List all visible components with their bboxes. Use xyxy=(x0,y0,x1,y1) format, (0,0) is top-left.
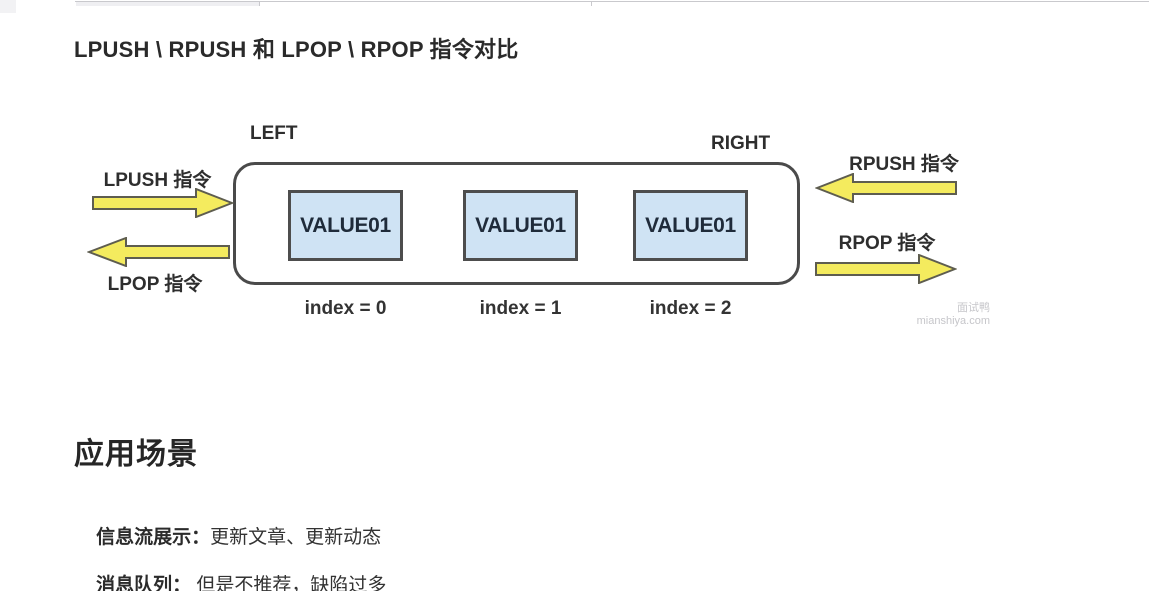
scenario-item-label: 消息队列： xyxy=(96,575,192,591)
lpush-arrow-icon xyxy=(92,188,234,218)
index-label-0: index = 0 xyxy=(304,298,387,319)
rpop-arrow-icon xyxy=(815,254,957,284)
top-border-tick xyxy=(591,1,592,6)
list-value-cell: VALUE01 xyxy=(463,190,578,261)
lpop-command-label: LPOP 指令 xyxy=(107,274,203,295)
rpush-arrow-icon xyxy=(815,173,957,203)
scenario-item: 信息流展示：更新文章、更新动态 xyxy=(75,500,381,571)
watermark-brand: 面试鸭 xyxy=(957,302,990,314)
left-end-label: LEFT xyxy=(250,123,298,144)
lpush-command-label: LPUSH 指令 xyxy=(103,170,212,191)
page-title: LPUSH \ RPUSH 和 LPOP \ RPOP 指令对比 xyxy=(74,37,519,62)
top-border-tick xyxy=(259,1,260,6)
rpop-command-label: RPOP 指令 xyxy=(838,233,936,254)
index-label-1: index = 1 xyxy=(479,298,562,319)
list-value-cell: VALUE01 xyxy=(288,190,403,261)
top-border-line xyxy=(75,1,1149,2)
scenario-item-label: 信息流展示： xyxy=(96,527,211,548)
redis-list-container: VALUE01 VALUE01 VALUE01 xyxy=(233,162,800,285)
watermark: 面试鸭 mianshiya.com xyxy=(900,302,990,328)
rpush-command-label: RPUSH 指令 xyxy=(849,154,959,175)
watermark-url: mianshiya.com xyxy=(916,315,990,327)
top-left-remnant xyxy=(0,0,16,13)
scenario-item-text: 更新文章、更新动态 xyxy=(210,527,382,548)
section-heading: 应用场景 xyxy=(74,438,198,471)
scenario-item: 消息队列： 但是不推荐，缺陷过多 xyxy=(75,548,386,591)
right-end-label: RIGHT xyxy=(711,133,771,154)
index-label-2: index = 2 xyxy=(649,298,732,319)
scenario-item-text: 但是不推荐，缺陷过多 xyxy=(191,575,387,591)
top-row-remnant xyxy=(76,2,259,6)
list-value-cell: VALUE01 xyxy=(633,190,748,261)
lpop-arrow-icon xyxy=(87,237,230,267)
